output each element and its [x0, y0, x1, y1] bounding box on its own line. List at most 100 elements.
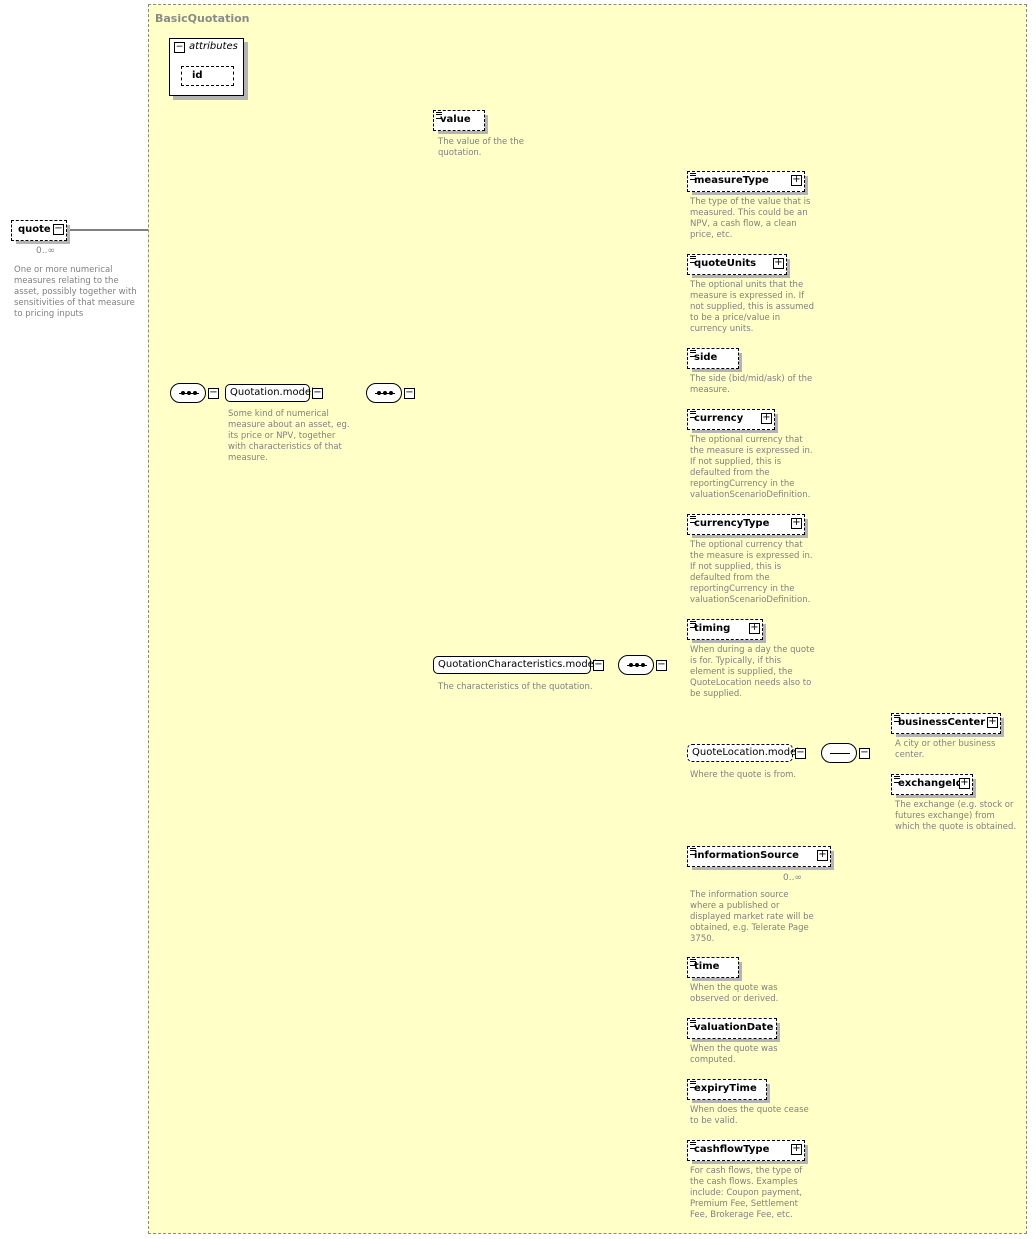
expand-icon[interactable]: + — [987, 716, 998, 728]
element-currencyType[interactable]: currencyType — [687, 514, 808, 538]
expand-icon[interactable]: + — [791, 1143, 802, 1155]
child-documentation: The information source where a published… — [690, 890, 814, 944]
collapse-icon[interactable]: − — [312, 387, 323, 399]
element-valuationDate[interactable]: valuationDate — [687, 1018, 780, 1042]
annotation-lines-icon — [436, 112, 442, 119]
child-documentation: The optional currency that the measure i… — [690, 435, 813, 500]
sequence-dot — [187, 391, 191, 395]
collapse-icon[interactable]: − — [656, 659, 667, 671]
child-documentation: The optional currency that the measure i… — [690, 540, 813, 605]
sequence-compositor-root[interactable] — [170, 383, 206, 403]
element-exchangeId[interactable]: exchangeId — [891, 774, 976, 798]
annotation-lines-icon — [690, 173, 696, 180]
child-documentation: For cash flows, the type of the cash flo… — [690, 1166, 803, 1220]
location-child-documentation: A city or other business center. — [895, 739, 996, 760]
sequence-dot — [377, 391, 381, 395]
element-measureType[interactable]: measureType — [687, 171, 808, 195]
annotation-lines-icon — [690, 848, 696, 855]
element-quoteUnits[interactable]: quoteUnits — [687, 254, 790, 278]
element-side[interactable]: side — [687, 348, 742, 372]
annotation-lines-icon — [690, 1020, 696, 1027]
element-name: measureType — [694, 175, 769, 186]
collapse-icon[interactable]: − — [174, 42, 185, 53]
annotation-lines-icon — [894, 715, 900, 722]
element-value[interactable]: value — [433, 110, 488, 134]
element-name: timing — [694, 623, 731, 634]
element-informationSource[interactable]: informationSource — [687, 846, 834, 870]
element-name: exchangeId — [898, 778, 963, 789]
sequence-dot — [389, 391, 393, 395]
element-name: cashflowType — [694, 1144, 770, 1155]
model-group-quotation-characteristics[interactable]: QuotationCharacteristics.model — [433, 656, 597, 674]
attributes-label: attributes — [189, 41, 238, 52]
element-name: quote — [18, 224, 51, 235]
element-currency[interactable]: currency — [687, 409, 778, 433]
collapse-icon[interactable]: − — [53, 223, 64, 235]
collapse-icon[interactable]: − — [859, 747, 870, 759]
sequence-dot — [641, 663, 645, 667]
model-group-name: Quotation.model — [230, 387, 314, 398]
expand-icon[interactable]: + — [959, 777, 970, 789]
element-businessCenter[interactable]: businessCenter — [891, 713, 1004, 737]
qc-model-documentation: The characteristics of the quotation. — [438, 682, 593, 692]
attribute-id[interactable]: id — [181, 66, 234, 86]
child-documentation: The type of the value that is measured. … — [690, 197, 811, 240]
collapse-icon[interactable]: − — [593, 659, 604, 671]
location-model-documentation: Where the quote is from. — [690, 770, 797, 780]
element-name: currencyType — [694, 518, 770, 529]
complex-type-name: BasicQuotation — [155, 12, 250, 25]
element-cashflowType[interactable]: cashflowType — [687, 1140, 808, 1164]
expand-icon[interactable]: + — [749, 622, 760, 634]
element-name: businessCenter — [898, 717, 986, 728]
annotation-lines-icon — [894, 776, 900, 783]
complex-type-frame — [148, 4, 1027, 1234]
annotation-lines-icon — [690, 256, 696, 263]
choice-line — [830, 753, 850, 754]
choice-compositor[interactable] — [821, 743, 857, 763]
child-documentation: The optional units that the measure is e… — [690, 280, 815, 334]
element-time[interactable]: time — [687, 957, 742, 981]
sequence-dot — [383, 391, 387, 395]
quotation-model-documentation: Some kind of numerical measure about an … — [228, 409, 350, 463]
location-child-documentation: The exchange (e.g. stock or futures exch… — [895, 800, 1017, 832]
element-name: valuationDate — [694, 1022, 774, 1033]
child-documentation: When does the quote cease to be valid. — [690, 1105, 809, 1126]
annotation-lines-icon — [690, 959, 696, 966]
cardinality: 0..∞ — [36, 246, 55, 256]
attributes-box[interactable]: − attributes id — [169, 38, 244, 96]
annotation-lines-icon — [690, 1142, 696, 1149]
model-group-quote-location[interactable]: QuoteLocation.model — [687, 744, 799, 762]
expand-icon[interactable]: + — [817, 849, 828, 861]
collapse-icon[interactable]: − — [208, 387, 219, 399]
sequence-dot — [181, 391, 185, 395]
model-group-quotation[interactable]: Quotation.model — [225, 384, 314, 402]
sequence-compositor-quotation[interactable] — [366, 383, 402, 403]
element-name: time — [694, 961, 720, 972]
element-expiryTime[interactable]: expiryTime — [687, 1079, 770, 1103]
expand-icon[interactable]: + — [761, 412, 772, 424]
sequence-dot — [629, 663, 633, 667]
expand-icon[interactable]: + — [773, 257, 784, 269]
element-name: side — [694, 352, 718, 363]
child-documentation: When the quote was observed or derived. — [690, 983, 779, 1004]
element-name: informationSource — [694, 850, 799, 861]
collapse-icon[interactable]: − — [795, 747, 806, 759]
element-name: expiryTime — [694, 1083, 757, 1094]
expand-icon[interactable]: + — [791, 174, 802, 186]
value-documentation: The value of the the quotation. — [438, 137, 524, 158]
element-timing[interactable]: timing — [687, 619, 766, 643]
sequence-compositor-characteristics[interactable] — [618, 655, 654, 675]
annotation-lines-icon — [690, 350, 696, 357]
annotation-lines-icon — [690, 516, 696, 523]
root-documentation: One or more numerical measures relating … — [14, 265, 137, 319]
model-group-name: QuoteLocation.model — [692, 747, 800, 758]
expand-icon[interactable]: + — [791, 517, 802, 529]
child-documentation: The side (bid/mid/ask) of the measure. — [690, 374, 813, 395]
element-name: value — [440, 114, 471, 125]
sequence-dot — [193, 391, 197, 395]
sequence-dot — [635, 663, 639, 667]
annotation-lines-icon — [690, 411, 696, 418]
annotation-lines-icon — [690, 1081, 696, 1088]
collapse-icon[interactable]: − — [404, 387, 415, 399]
